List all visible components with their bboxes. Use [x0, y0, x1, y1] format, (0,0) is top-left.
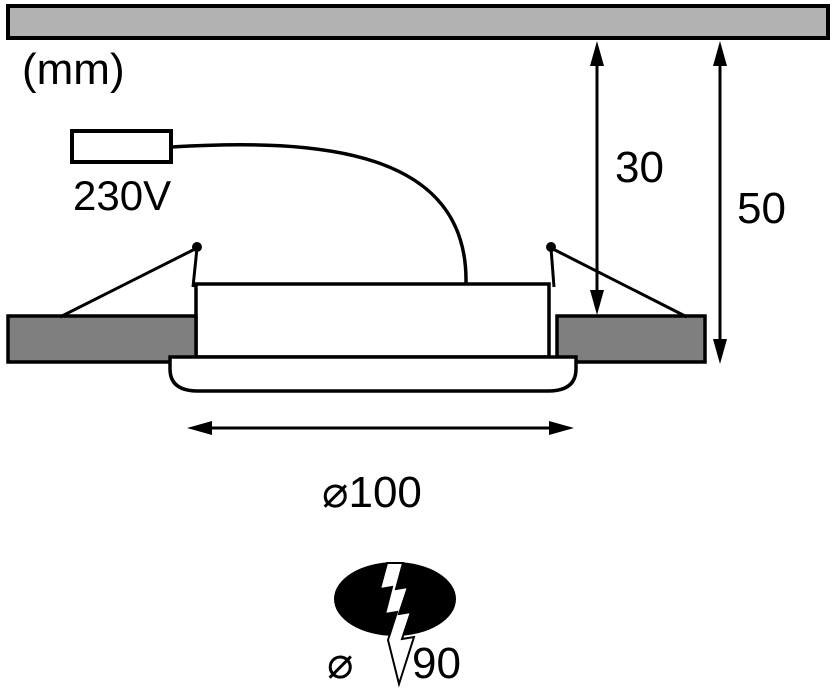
dim-line-diameter — [187, 421, 574, 435]
ceiling-cross-section — [6, 4, 830, 40]
spring-pivot-left — [192, 242, 202, 252]
power-plug — [70, 129, 173, 164]
arrowhead-right-icon — [549, 421, 574, 435]
arrowhead-left-icon — [187, 421, 212, 435]
arrowhead-down-icon — [713, 339, 727, 364]
mounting-clamp-right — [555, 314, 707, 364]
arrowhead-up-icon — [590, 41, 604, 66]
fixture-body — [194, 282, 551, 359]
dim-label-diameter: ⌀100 — [322, 468, 422, 517]
plug-label: 230V — [73, 172, 171, 219]
dim-label-installation-depth: 50 — [737, 184, 786, 233]
cutout-value-label: 90 — [412, 639, 461, 688]
unit-label: (mm) — [22, 45, 125, 94]
lightning-bolt-icon — [378, 562, 416, 688]
dim-label-recess-depth: 30 — [615, 143, 664, 192]
dim-line-recess-depth — [590, 41, 604, 315]
dim-line-installation-depth — [713, 41, 727, 364]
power-cable — [170, 142, 468, 284]
trim-ring — [168, 355, 578, 393]
cutout-symbol-label: ⌀ — [327, 639, 354, 688]
arrowhead-down-icon — [590, 290, 604, 315]
spring-pivot-right — [546, 242, 556, 252]
arrowhead-up-icon — [713, 41, 727, 66]
spring-clip-left — [59, 242, 202, 319]
spring-clip-right — [546, 242, 688, 319]
mounting-clamp-left — [6, 314, 198, 364]
